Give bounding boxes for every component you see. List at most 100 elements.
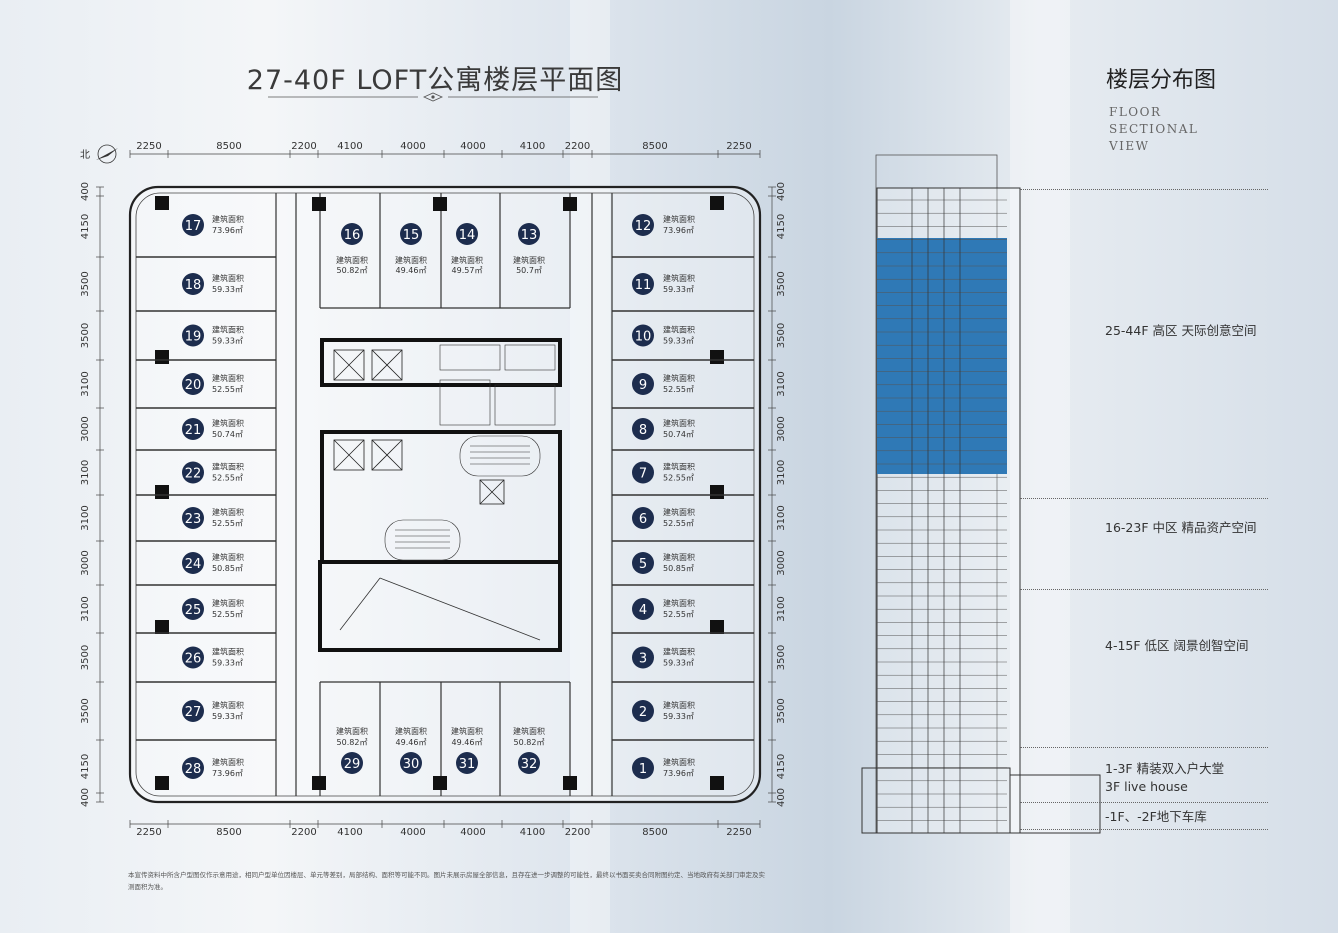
unit-number-badge bbox=[632, 373, 654, 395]
area-value: 49.57㎡ bbox=[452, 266, 483, 275]
dimension-label: 4100 bbox=[520, 141, 545, 152]
subtitle-line: SECTIONAL bbox=[1109, 122, 1199, 136]
unit-number: 17 bbox=[185, 219, 202, 234]
area-label: 建筑面积 bbox=[212, 598, 244, 608]
unit-number-badge bbox=[632, 461, 654, 484]
unit-number: 25 bbox=[185, 603, 202, 618]
plan-structure bbox=[96, 144, 762, 804]
elevator-icon bbox=[333, 349, 505, 505]
area-value: 50.74㎡ bbox=[663, 430, 694, 439]
unit-number: 14 bbox=[459, 228, 476, 243]
dimension-label: 4000 bbox=[460, 827, 485, 838]
area-value: 52.55㎡ bbox=[212, 474, 243, 483]
dimension-label: 2250 bbox=[726, 827, 751, 838]
dimension-label: 3500 bbox=[80, 698, 91, 723]
unit-number-badge bbox=[632, 646, 654, 669]
dimension-label: 3100 bbox=[80, 460, 91, 485]
dimension-label: 400 bbox=[776, 182, 787, 201]
unit-number: 10 bbox=[635, 330, 652, 345]
dimension-label: 4000 bbox=[400, 141, 425, 152]
dimension-label: 2200 bbox=[565, 827, 590, 838]
zone-divider bbox=[1020, 829, 1268, 830]
dimension-label: 8500 bbox=[216, 141, 241, 152]
unit-number-badge bbox=[182, 324, 204, 347]
unit-number-badge bbox=[182, 273, 204, 295]
area-label: 建筑面积 bbox=[663, 214, 695, 224]
dimension-label: 3100 bbox=[776, 460, 787, 485]
dimension-label: 3000 bbox=[776, 550, 787, 575]
unit-number-badge bbox=[182, 646, 204, 669]
unit-number-badge bbox=[456, 752, 478, 774]
area-value: 59.33㎡ bbox=[212, 285, 243, 294]
unit-number: 30 bbox=[403, 757, 420, 772]
unit-number: 15 bbox=[403, 228, 420, 243]
unit-number-badge bbox=[341, 223, 363, 245]
area-value: 59.33㎡ bbox=[663, 337, 694, 346]
area-value: 59.33㎡ bbox=[212, 659, 243, 668]
area-label: 建筑面积 bbox=[212, 462, 244, 472]
unit-number-badge bbox=[518, 223, 540, 245]
area-value: 50.82㎡ bbox=[514, 738, 545, 747]
unit-number-badge bbox=[182, 757, 204, 779]
area-label: 建筑面积 bbox=[451, 255, 483, 265]
area-label: 建筑面积 bbox=[663, 462, 695, 472]
area-value: 52.55㎡ bbox=[663, 610, 694, 619]
unit-number-badge bbox=[456, 223, 478, 245]
zone-lobby-label: 1-3F 精装双入户大堂 3F live house bbox=[1105, 760, 1224, 796]
distribution-title: 楼层分布图 bbox=[1106, 68, 1217, 93]
zone-divider bbox=[1020, 189, 1268, 190]
unit-number: 23 bbox=[185, 512, 202, 527]
dimension-label: 3500 bbox=[80, 271, 91, 296]
dimension-label: 4150 bbox=[80, 214, 91, 239]
unit-number-badge bbox=[632, 757, 654, 779]
area-label: 建筑面积 bbox=[212, 507, 244, 517]
area-value: 73.96㎡ bbox=[212, 769, 243, 778]
dimension-label: 4100 bbox=[337, 141, 362, 152]
dimension-label: 8500 bbox=[642, 827, 667, 838]
area-label: 建筑面积 bbox=[663, 700, 695, 710]
unit-number-badge bbox=[400, 752, 422, 774]
dimension-label: 3100 bbox=[776, 596, 787, 621]
area-label: 建筑面积 bbox=[212, 757, 244, 767]
dimension-label: 3100 bbox=[80, 505, 91, 530]
disclaimer-footnote: 本宣传资料中所含户型图仅作示意用途，相同户型单位因楼层、单元等差别，局部结构、面… bbox=[128, 871, 765, 891]
distribution-subtitle: FLOOR SECTIONAL VIEW bbox=[1109, 104, 1198, 155]
core-void-line bbox=[379, 577, 541, 641]
core-upper bbox=[320, 338, 562, 387]
dimension-label: 3500 bbox=[80, 645, 91, 670]
area-label: 建筑面积 bbox=[663, 598, 695, 608]
area-label: 建筑面积 bbox=[212, 552, 244, 562]
zone-low-label: 4-15F 低区 阔景创智空间 bbox=[1105, 638, 1249, 653]
toilet-fixtures bbox=[439, 344, 556, 426]
unit-number: 32 bbox=[521, 757, 538, 772]
dimension-label: 3500 bbox=[776, 698, 787, 723]
dimension-label: 3500 bbox=[776, 323, 787, 348]
unit-number-badge bbox=[341, 752, 363, 774]
unit-number-badge bbox=[632, 214, 654, 236]
unit-number: 13 bbox=[521, 228, 538, 243]
zone-divider bbox=[1020, 802, 1268, 803]
stair-icon bbox=[384, 435, 541, 561]
dimension-label: 4150 bbox=[776, 754, 787, 779]
core-lower bbox=[318, 560, 562, 652]
unit-number: 31 bbox=[459, 757, 476, 772]
zone-livehouse-line: 3F live house bbox=[1105, 779, 1188, 794]
